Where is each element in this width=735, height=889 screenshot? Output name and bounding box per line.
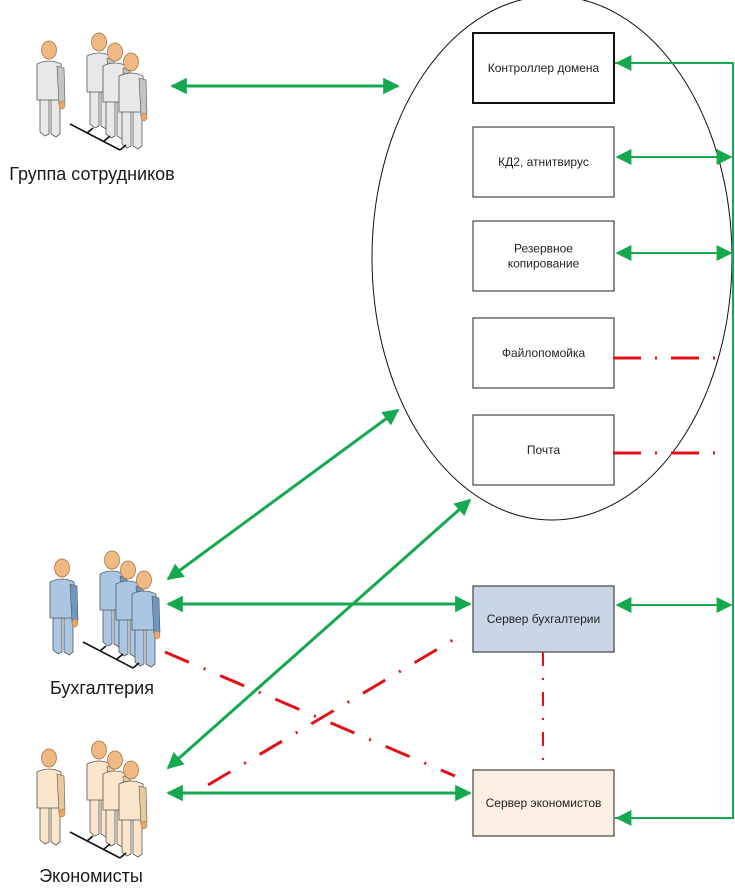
- right-bus: [615, 55, 734, 826]
- group-connector: [82, 641, 140, 669]
- person-icon: [36, 748, 66, 846]
- server-box-label: копирование: [508, 257, 580, 271]
- server-box-frame: [472, 414, 615, 486]
- server-box-frame: [472, 32, 615, 104]
- server-box-label: Сервер экономистов: [486, 796, 602, 810]
- link-economists-domain: [166, 498, 472, 770]
- bus-line: [615, 62, 734, 819]
- server-box-mail[interactable]: Почта: [472, 414, 615, 486]
- server-box-dc[interactable]: Контроллер домена: [472, 32, 615, 104]
- server-box-frame: [472, 126, 615, 198]
- person-icon: [118, 760, 148, 858]
- server-box-kd2[interactable]: КД2, атнитвирус: [472, 126, 615, 198]
- group-connector: [69, 123, 127, 151]
- server-box-frame: [472, 769, 615, 837]
- server-box-label: Файлопомойка: [502, 346, 586, 360]
- group-label-accounting: Бухгалтерия: [50, 678, 154, 698]
- group-economists: [36, 740, 148, 859]
- link-accounting-domain: [166, 408, 400, 581]
- server-box-eco_server[interactable]: Сервер экономистов: [472, 769, 615, 837]
- server-box-files[interactable]: Файлопомойка: [472, 317, 615, 389]
- server-box-frame: [472, 220, 615, 292]
- restricted-accounting-ecoserver: [164, 650, 456, 778]
- server-box-label: Сервер бухгалтерии: [487, 612, 600, 626]
- group-staff: [36, 32, 148, 151]
- server-box-frame: [472, 317, 615, 389]
- server-box-label: Контроллер домена: [488, 61, 600, 75]
- group-label-staff: Группа сотрудников: [9, 164, 174, 184]
- server-box-label: Почта: [527, 443, 561, 457]
- server-box-acc_server[interactable]: Сервер бухгалтерии: [472, 585, 615, 653]
- group-accounting: [49, 550, 161, 669]
- server-box-label: КД2, атнитвирус: [498, 155, 589, 169]
- person-icon: [36, 40, 66, 138]
- person-icon: [131, 570, 161, 668]
- person-icon: [118, 52, 148, 150]
- restricted-economists-accserver: [207, 635, 459, 787]
- server-box-label: Резервное: [514, 242, 573, 256]
- group-connector: [69, 831, 127, 859]
- server-box-frame: [472, 585, 615, 653]
- person-icon: [49, 558, 79, 656]
- group-label-economists: Экономисты: [39, 866, 143, 886]
